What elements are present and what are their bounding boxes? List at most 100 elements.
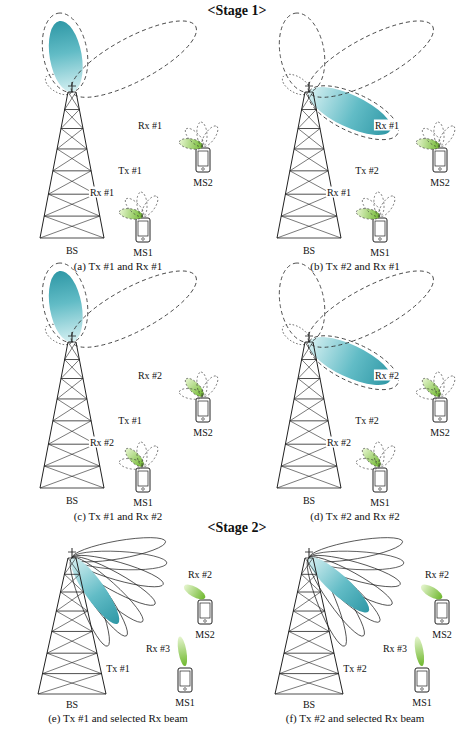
tower-bar (289, 631, 329, 632)
tower-brace (61, 110, 79, 129)
beam-lobe (415, 137, 440, 151)
tower-brace (294, 399, 328, 421)
tower-brace (298, 592, 325, 611)
tower-brace (57, 399, 91, 421)
tx-beam-label: Tx #2 (354, 415, 380, 426)
tower-brace (289, 611, 325, 631)
beam-lobe (436, 123, 458, 148)
tower-bar (68, 342, 76, 343)
beam-lobe (136, 192, 148, 217)
tower-brace (285, 421, 328, 444)
mobile-phone (415, 668, 429, 692)
rx-beam-label: Rx #2 (374, 370, 400, 381)
tower-brace (293, 611, 329, 631)
tower-brace (65, 342, 76, 360)
beam-lobe (178, 137, 203, 151)
tower-brace (61, 592, 88, 611)
tower-brace (301, 558, 313, 574)
base-station-tower (277, 332, 341, 488)
caption: (a) Tx #1 and Rx #1 (73, 260, 164, 272)
tower-bar (61, 378, 83, 379)
rx-beam-label: Rx #2 (89, 437, 115, 448)
beam-lobe (139, 443, 161, 468)
tx-beam-label: Tx #1 (117, 415, 143, 426)
station-label: BS (302, 699, 316, 710)
beam-lobe (44, 18, 88, 94)
phone-body (196, 398, 210, 422)
tower-brace (281, 216, 341, 238)
tower-brace (290, 399, 324, 421)
phone-button (202, 168, 205, 171)
phone-button (202, 418, 205, 421)
phone-button (379, 488, 382, 491)
tower-brace (68, 342, 79, 360)
tower-bar (294, 398, 324, 399)
caption: (f) Tx #2 and selected Rx beam (285, 712, 425, 724)
beam-lobe (178, 387, 203, 401)
beam-lobe (122, 445, 146, 469)
tower-bar (277, 238, 341, 239)
beam-lobe (376, 443, 398, 468)
tower-bar (284, 653, 334, 654)
tower-brace (38, 674, 102, 694)
beam-lobe (413, 636, 426, 667)
phone-screen (200, 603, 210, 618)
beam-lobe (415, 387, 440, 401)
panel-illustration (36, 7, 220, 242)
tower-brace (44, 466, 104, 488)
mobile-phone (196, 398, 210, 422)
phone-screen (435, 401, 445, 416)
tower-brace (52, 631, 97, 653)
tower-brace (40, 466, 100, 488)
tower-brace (298, 379, 324, 399)
phone-body (198, 600, 212, 624)
antenna-mast (72, 82, 73, 92)
phone-button (142, 238, 145, 241)
tower-bar (281, 466, 337, 467)
tower-bar (280, 673, 339, 674)
beam-lobe (419, 375, 443, 399)
tower-bar (61, 592, 84, 593)
rx-beam-label: Rx #2 (424, 569, 450, 580)
tower-bar (44, 216, 100, 217)
beam-lobe (36, 9, 93, 95)
tower-brace (61, 360, 79, 379)
beam-lobe (303, 551, 386, 628)
beam-lobe (436, 373, 458, 398)
tower-bar (56, 611, 87, 612)
beam-lobe (376, 193, 398, 218)
beam-lobe (118, 207, 143, 221)
panel-illustration (36, 257, 220, 492)
tower-brace (56, 592, 83, 611)
tower-brace (281, 444, 332, 466)
mobile-phone (435, 600, 449, 624)
station-label: MS2 (192, 177, 213, 188)
tower-brace (294, 149, 328, 171)
station-label: MS1 (369, 497, 390, 508)
beam-lobe (373, 442, 385, 467)
phone-screen (138, 471, 148, 486)
tower-bar (68, 92, 76, 93)
tower-brace (61, 379, 87, 399)
phone-screen (198, 151, 208, 166)
beam-lobe (182, 582, 208, 603)
tower-brace (47, 653, 102, 673)
mobile-phone (136, 468, 150, 492)
tx-beam-label: Tx #1 (105, 663, 131, 674)
phone-screen (138, 221, 148, 236)
tower-bar (40, 238, 104, 239)
tower-brace (290, 149, 324, 171)
tower-brace (277, 466, 337, 488)
beam-lobe (182, 375, 206, 399)
beam-lobe (433, 372, 445, 397)
beam-lobe (279, 320, 313, 349)
tx-beam-label: Tx #2 (354, 165, 380, 176)
tower-brace (52, 611, 88, 631)
tower-brace (61, 574, 80, 592)
tower-brace (44, 216, 104, 238)
beam-lobe (182, 125, 206, 149)
beam-lobe (419, 375, 443, 399)
beam-lobe (373, 192, 385, 217)
phone-body (435, 600, 449, 624)
caption: (b) Tx #2 and Rx #1 (309, 260, 400, 272)
